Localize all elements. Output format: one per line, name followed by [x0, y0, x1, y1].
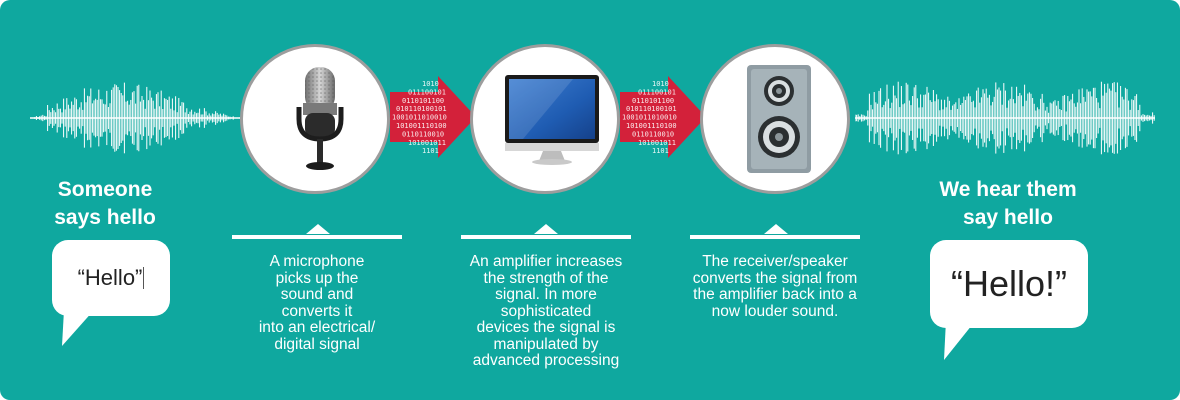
stage-2-description: An amplifier increases the strength of t… — [446, 253, 646, 370]
stage-1-divider — [232, 235, 402, 239]
stage-2-line: sophisticated — [500, 302, 592, 320]
stage-1-line: converts it — [281, 302, 353, 320]
speaker-icon — [747, 65, 811, 173]
binary-digits-row: 1010 — [652, 80, 669, 88]
binary-digits-row: 010110100101 — [626, 105, 677, 113]
speaker-bubble-tail — [62, 310, 94, 346]
listener-speech-bubble: “Hello!” — [930, 240, 1088, 328]
speaker-heading-line1: Someone — [57, 178, 153, 201]
binary-digits-row: 1010 — [422, 80, 439, 88]
listener-heading-line1: We hear them — [939, 178, 1077, 201]
stage-1-line: into an electrical/ — [258, 319, 376, 336]
stage-2-line: the strength of the — [483, 269, 609, 287]
binary-digits-row: 101001110100 — [396, 122, 447, 130]
sound-wave-left — [30, 82, 240, 154]
stage-3-notch — [764, 224, 788, 234]
speaker-bubble-text: “Hello” — [77, 265, 143, 290]
text-cursor-icon — [143, 267, 145, 289]
listener-heading-line2: say hello — [963, 206, 1053, 229]
listener-bubble-text: “Hello!” — [950, 263, 1067, 304]
speaker-circle — [700, 44, 850, 194]
binary-digits-row: 1101 — [652, 147, 669, 155]
binary-digits-row: 0110110010 — [632, 130, 674, 138]
binary-digits-row: 011100101 — [638, 88, 676, 96]
stage-3-line: converts the signal from — [692, 269, 858, 287]
stage-2-line: advanced processing — [472, 352, 620, 369]
stage-3-line: the amplifier back into a — [693, 286, 857, 303]
stage-1-line: picks up the — [275, 269, 359, 287]
stage-2-line: signal. In more — [495, 286, 597, 303]
microphone-circle — [240, 44, 390, 194]
stage-2-line: devices the signal is — [476, 319, 616, 336]
binary-digits-row: 1001011010010 — [622, 114, 677, 122]
binary-signal-arrow-2: 1010011100101011010110001011010010110010… — [620, 76, 706, 158]
stage-1-line: sound and — [280, 286, 354, 303]
binary-digits-row: 010110100101 — [396, 105, 447, 113]
stage-1-line: A microphone — [269, 253, 365, 270]
binary-digits-row: 101001011 — [408, 139, 446, 147]
listener-heading: We hear them say hello — [918, 176, 1098, 232]
stage-3-line: The receiver/speaker — [702, 253, 848, 270]
binary-digits-row: 0110101100 — [402, 97, 444, 105]
speaker-heading: Someone says hello — [40, 176, 170, 232]
binary-digits-row: 011100101 — [408, 88, 446, 96]
stage-1-description: A microphone picks up the sound and conv… — [222, 253, 412, 353]
monitor-circle — [470, 44, 620, 194]
monitor-icon — [505, 75, 599, 165]
binary-digits-row: 101001110100 — [626, 122, 677, 130]
stage-2-notch — [534, 224, 558, 234]
binary-digits-row: 1101 — [422, 147, 439, 155]
binary-digits-row: 0110101100 — [632, 97, 674, 105]
stage-1-notch — [306, 224, 330, 234]
stage-1-line: digital signal — [274, 335, 360, 353]
speaker-speech-bubble: “Hello” — [52, 240, 170, 316]
stage-2-line: manipulated by — [493, 335, 599, 353]
listener-bubble-tail — [944, 320, 976, 360]
microphone-icon — [296, 67, 344, 170]
stage-2-divider — [461, 235, 631, 239]
stage-3-divider — [690, 235, 860, 239]
speaker-heading-line2: says hello — [54, 206, 156, 229]
binary-digits-row: 101001011 — [638, 139, 676, 147]
binary-digits-row: 1001011010010 — [392, 114, 447, 122]
stage-2-line: An amplifier increases — [469, 253, 623, 270]
binary-digits-row: 0110110010 — [402, 130, 444, 138]
sound-wave-right — [855, 81, 1155, 155]
stage-3-description: The receiver/speaker converts the signal… — [672, 253, 878, 320]
binary-signal-arrow-1: 1010011100101011010110001011010010110010… — [390, 76, 476, 158]
stage-3-line: now louder sound. — [711, 302, 839, 320]
